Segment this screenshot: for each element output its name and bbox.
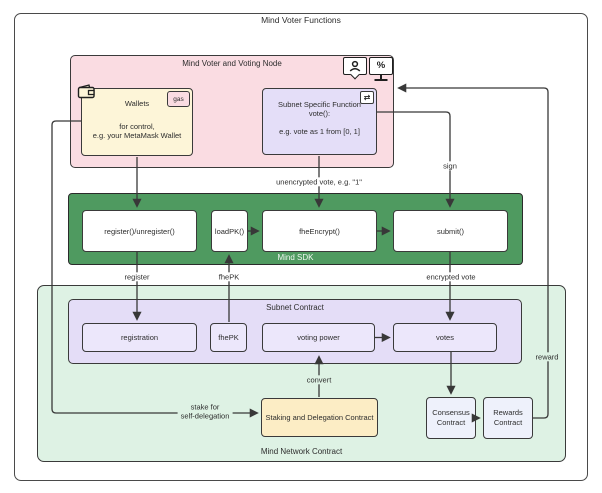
label-fhepk: fhePK (215, 272, 243, 282)
vote-function-content: Subnet Specific Function vote(): e.g. vo… (263, 89, 376, 154)
wallet-icon (77, 84, 96, 99)
voting-node-title: Mind Voter and Voting Node (182, 59, 282, 68)
rewards-line2: Contract (493, 418, 523, 427)
monitor-base (374, 79, 388, 81)
subnet-contract-title: Subnet Contract (266, 303, 324, 312)
node-staking-delegation-contract: Staking and Delegation Contract (261, 398, 378, 437)
network-contract-label: Mind Network Contract (260, 447, 343, 456)
label-convert: convert (303, 375, 335, 385)
gas-badge: gas (167, 91, 190, 107)
node-votes: votes (393, 323, 497, 352)
vote-fn-line1: Subnet Specific Function (278, 100, 361, 109)
wallets-title: Wallets (124, 99, 150, 108)
label-stake-for-self-delegation: stake for self-delegation (177, 402, 233, 422)
consensus-line2: Contract (436, 418, 466, 427)
sdk-label: Mind SDK (277, 253, 314, 262)
swap-arrows-icon: ⇄ (360, 91, 374, 104)
label-register: register (121, 272, 153, 282)
node-rewards-contract: Rewards Contract (483, 397, 533, 439)
node-register-unregister: register()/unregister() (82, 210, 197, 252)
node-fhepk: fhePK (210, 323, 247, 352)
node-fheencrypt: fheEncrypt() (262, 210, 377, 252)
node-loadpk: loadPK() (211, 210, 248, 252)
diagram-title: Mind Voter Functions (261, 15, 341, 25)
wallets-node: Wallets for control, e.g. your MetaMask … (77, 84, 193, 156)
node-registration: registration (82, 323, 197, 352)
percent-glyph: % (376, 60, 386, 72)
node-submit: submit() (393, 210, 508, 252)
monitor-stand (380, 75, 382, 79)
node-consensus-contract: Consensus Contract (426, 397, 476, 439)
person-glyph (349, 60, 361, 72)
wallets-line1: for control, (119, 122, 155, 131)
rewards-line1: Rewards (493, 407, 523, 417)
node-voting-power: voting power (262, 323, 375, 352)
vote-fn-line3: e.g. vote as 1 from [0, 1] (279, 127, 360, 136)
consensus-line1: Consensus (432, 407, 470, 417)
label-stake-line1: stake for (190, 402, 220, 412)
label-encrypted-vote: encrypted vote (423, 272, 479, 282)
label-sign: sign (440, 161, 460, 171)
label-reward: reward (532, 352, 562, 362)
voter-person-icon (343, 57, 367, 80)
label-stake-line2: self-delegation (180, 412, 230, 421)
wallets-line2: e.g. your MetaMask Wallet (92, 131, 182, 140)
vote-function-node: Subnet Specific Function vote(): e.g. vo… (262, 88, 377, 155)
label-unencrypted-vote: unencrypted vote, e.g. "1" (273, 177, 365, 187)
vote-fn-line2: vote(): (308, 109, 331, 118)
voting-percent-monitor-icon: % (369, 57, 393, 81)
